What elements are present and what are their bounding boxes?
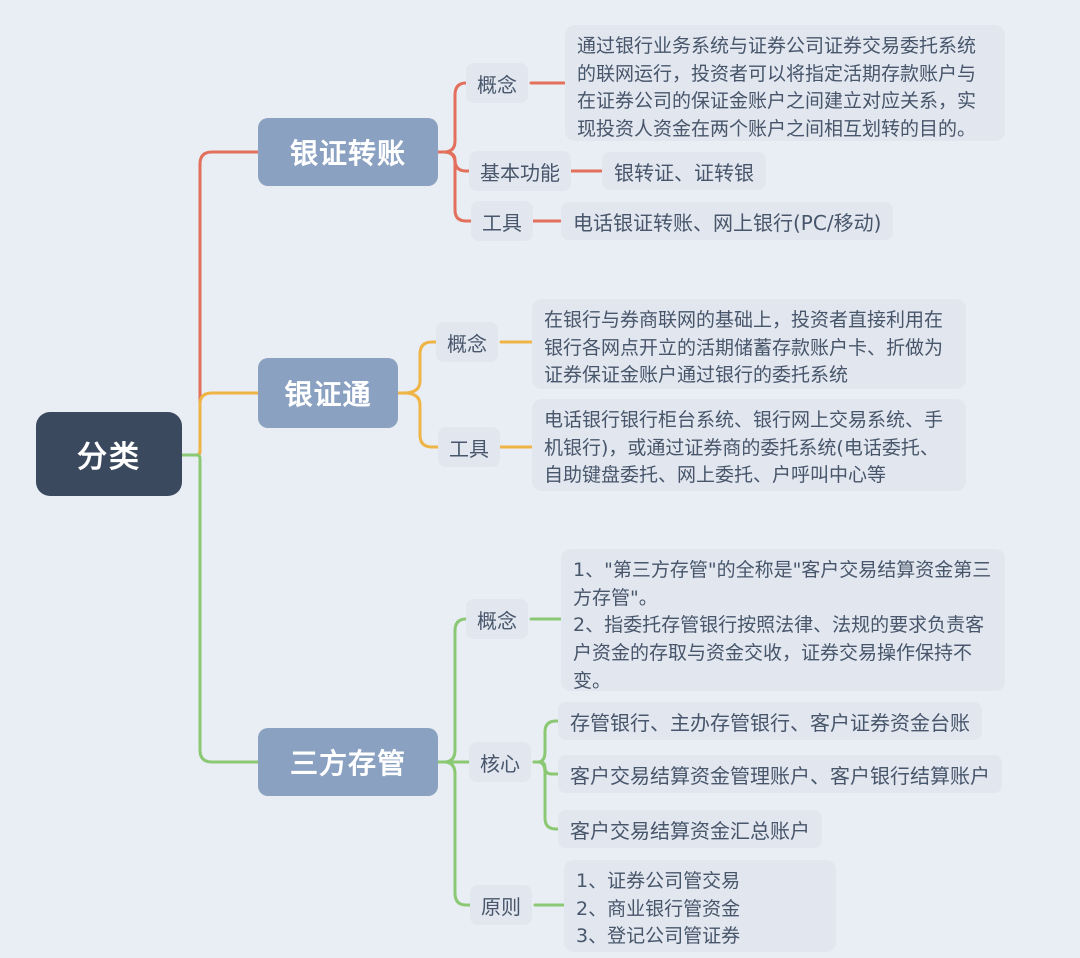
root-node[interactable]: 分类 bbox=[36, 412, 182, 496]
content-text: 1、"第三方存管"的全称是"客户交易结算资金第三方存管"。 2、指委托存管银行按… bbox=[573, 559, 992, 692]
content-text: 存管银行、主办存管银行、客户证券资金台账 bbox=[570, 710, 970, 735]
root-node-label: 分类 bbox=[77, 440, 141, 475]
edge-branch3-to-child1 bbox=[436, 617, 469, 764]
topic-label: 工具 bbox=[449, 436, 489, 461]
content-text: 电话银证转账、网上银行(PC/移动) bbox=[573, 210, 882, 235]
content-text: 通过银行业务系统与证券公司证券交易委托系统的联网运行，投资者可以将指定活期存款账… bbox=[577, 35, 977, 141]
edge-branch1-to-child3 bbox=[436, 150, 474, 223]
edge-branch3-to-child3 bbox=[436, 760, 472, 907]
content-node-gainian-2[interactable]: 在银行与券商联网的基础上，投资者直接利用在银行各网点开立的活期储蓄存款账户卡、折… bbox=[532, 299, 966, 389]
content-node-gongju-1[interactable]: 电话银证转账、网上银行(PC/移动) bbox=[561, 202, 894, 240]
topic-label: 工具 bbox=[482, 210, 522, 235]
content-node-jiben-gongneng[interactable]: 银转证、证转银 bbox=[602, 152, 766, 190]
content-text: 1、证券公司管交易 2、商业银行管资金 3、登记公司管证券 bbox=[576, 870, 741, 948]
topic-label: 概念 bbox=[447, 331, 487, 356]
branch-node-label: 银证通 bbox=[284, 378, 372, 411]
content-node-gongju-2[interactable]: 电话银行银行柜台系统、银行网上交易系统、手机银行)，或通过证券商的委托系统(电话… bbox=[532, 399, 966, 491]
edge-branch2-to-child1 bbox=[396, 340, 439, 395]
branch-node-yinzheng-zhuanzhang[interactable]: 银证转账 bbox=[258, 118, 438, 186]
content-node-hexin-item3[interactable]: 客户交易结算资金汇总账户 bbox=[558, 810, 822, 848]
content-text: 电话银行银行柜台系统、银行网上交易系统、手机银行)，或通过证券商的委托系统(电话… bbox=[544, 409, 944, 487]
content-node-gainian-1[interactable]: 通过银行业务系统与证券公司证券交易委托系统的联网运行，投资者可以将指定活期存款账… bbox=[565, 25, 1005, 141]
topic-label: 概念 bbox=[477, 608, 517, 633]
edge-branch2-to-child2 bbox=[396, 391, 441, 449]
content-node-hexin-item2[interactable]: 客户交易结算资金管理账户、客户银行结算账户 bbox=[558, 755, 1002, 793]
edge-branch1-to-child1 bbox=[436, 81, 469, 154]
topic-label: 原则 bbox=[481, 894, 521, 919]
topic-node-gainian-2[interactable]: 概念 bbox=[436, 322, 498, 362]
edge-root-to-branch1 bbox=[180, 150, 260, 457]
topic-label: 核心 bbox=[480, 751, 520, 776]
branch-node-label: 银证转账 bbox=[289, 137, 406, 170]
edge-branch3-child2-item1 bbox=[532, 719, 560, 764]
branch-node-yinzhengtong[interactable]: 银证通 bbox=[258, 358, 398, 428]
edge-branch3-child2-item3 bbox=[532, 760, 560, 831]
topic-node-hexin[interactable]: 核心 bbox=[469, 742, 531, 782]
topic-label: 基本功能 bbox=[480, 160, 560, 185]
branch-node-label: 三方存管 bbox=[289, 747, 406, 780]
topic-node-gongju-2[interactable]: 工具 bbox=[438, 427, 500, 467]
content-node-gainian-3[interactable]: 1、"第三方存管"的全称是"客户交易结算资金第三方存管"。 2、指委托存管银行按… bbox=[561, 549, 1005, 692]
branch-node-sanfang-cunguan[interactable]: 三方存管 bbox=[258, 728, 438, 796]
topic-node-gongju-1[interactable]: 工具 bbox=[471, 201, 533, 241]
topic-node-gainian-3[interactable]: 概念 bbox=[466, 599, 528, 639]
topic-node-gainian-1[interactable]: 概念 bbox=[466, 63, 528, 103]
content-node-yuanze[interactable]: 1、证券公司管交易 2、商业银行管资金 3、登记公司管证券 bbox=[564, 860, 836, 952]
content-text: 在银行与券商联网的基础上，投资者直接利用在银行各网点开立的活期储蓄存款账户卡、折… bbox=[544, 309, 944, 387]
edge-root-to-branch3 bbox=[180, 453, 260, 764]
topic-node-yuanze[interactable]: 原则 bbox=[470, 885, 532, 925]
content-text: 客户交易结算资金管理账户、客户银行结算账户 bbox=[570, 763, 990, 788]
content-node-hexin-item1[interactable]: 存管银行、主办存管银行、客户证券资金台账 bbox=[558, 702, 982, 740]
topic-node-jiben-gongneng[interactable]: 基本功能 bbox=[469, 151, 571, 191]
content-text: 银转证、证转银 bbox=[614, 160, 754, 185]
edge-root-to-branch2 bbox=[180, 391, 260, 457]
content-text: 客户交易结算资金汇总账户 bbox=[570, 818, 810, 843]
topic-label: 概念 bbox=[477, 72, 517, 97]
